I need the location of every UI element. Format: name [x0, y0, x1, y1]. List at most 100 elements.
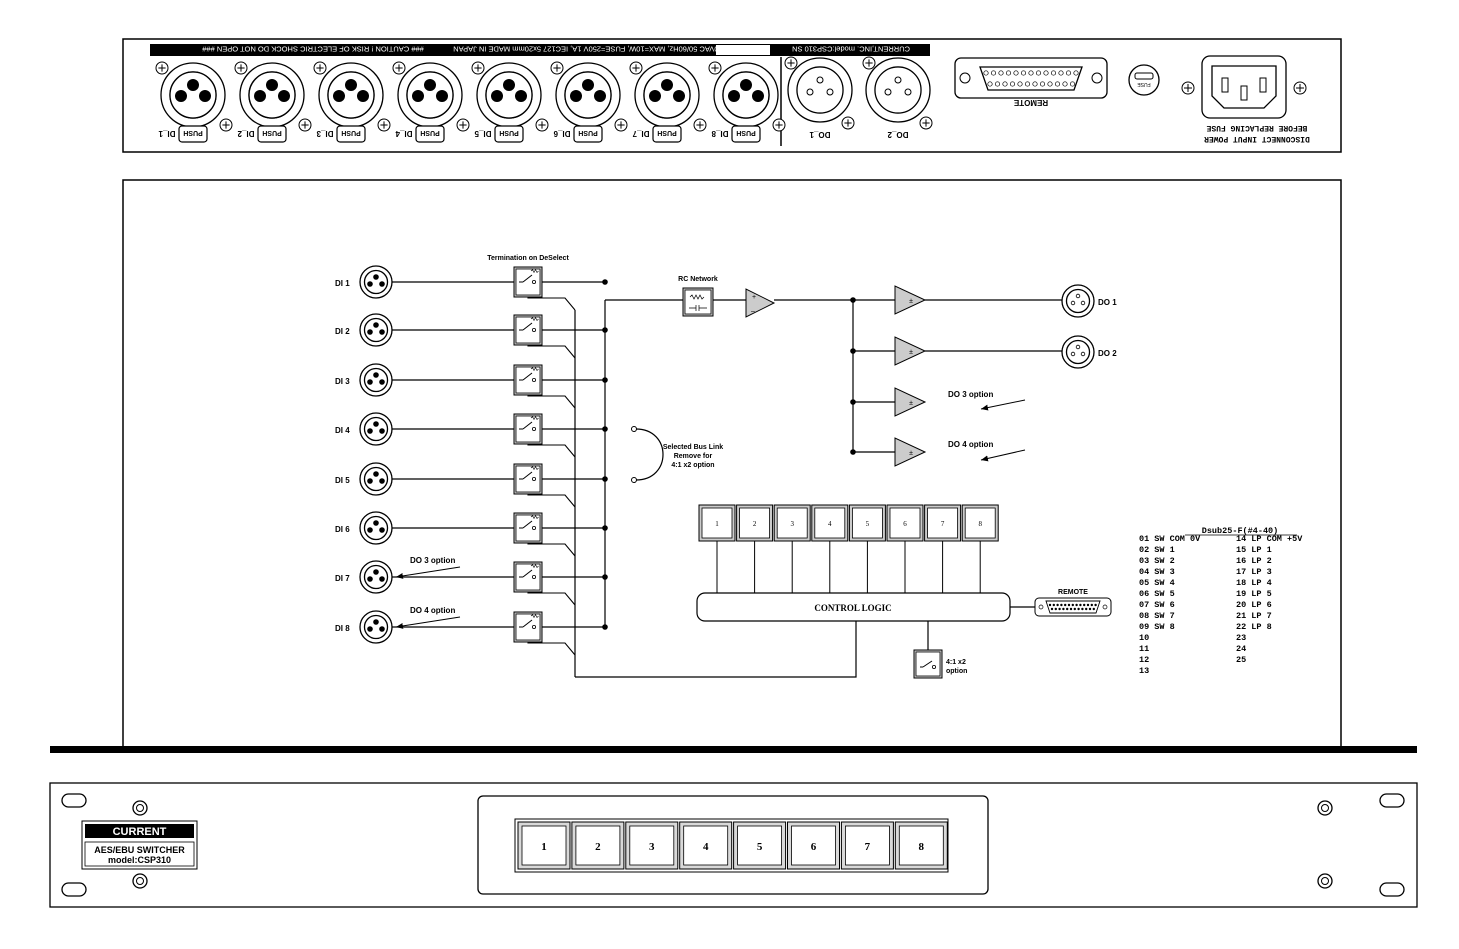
rear-remote-connector[interactable]: [954, 57, 1108, 99]
screw-icon: [313, 61, 327, 75]
front-select-button-2[interactable]: 2: [571, 821, 625, 870]
option-switch-line2: option: [946, 668, 967, 675]
push-release-tab[interactable]: PUSH: [573, 125, 603, 143]
termination-switch: [513, 314, 543, 346]
diagram-output-connector: [1061, 335, 1095, 369]
fuse-warning-line1: DISCONNECT INPUT POWER: [1204, 134, 1310, 143]
screw-icon: [298, 118, 312, 132]
select-button-3: 3: [773, 504, 811, 542]
push-label: PUSH: [499, 129, 518, 136]
power-inlet[interactable]: [1181, 55, 1307, 119]
output-amplifier: ±: [894, 336, 927, 366]
push-release-tab[interactable]: PUSH: [336, 125, 366, 143]
push-label: PUSH: [578, 129, 597, 136]
front-select-button-6[interactable]: 6: [787, 821, 840, 870]
select-button-5: 5: [848, 504, 886, 542]
front-select-button-4[interactable]: 4: [679, 821, 733, 870]
option-switch-line1: 4:1 x2: [946, 659, 966, 666]
rear-input-connector[interactable]: [713, 62, 779, 128]
svg-text:4: 4: [703, 841, 709, 853]
rear-input-label: DI_8: [711, 129, 728, 138]
rear-input-connector[interactable]: [318, 62, 384, 128]
pinout-right-row: 17 LP 3: [1236, 567, 1272, 577]
rear-input-label: DI_3: [316, 129, 333, 138]
rear-output-connector[interactable]: [865, 57, 931, 123]
diagram-input-connector: [359, 313, 393, 347]
push-release-tab[interactable]: PUSH: [415, 125, 445, 143]
diagram-output-label: DO 1: [1098, 298, 1117, 307]
rear-input-connector[interactable]: [555, 62, 621, 128]
push-release-tab[interactable]: PUSH: [494, 125, 524, 143]
rear-input-connector[interactable]: [160, 62, 226, 128]
svg-text:–: –: [751, 308, 755, 315]
diagram-input-label: DI 6: [335, 525, 350, 534]
pinout-right-row: 21 LP 7: [1236, 611, 1272, 621]
rear-input-connector[interactable]: [397, 62, 463, 128]
screw-icon: [708, 61, 722, 75]
svg-text:5: 5: [757, 841, 763, 853]
screw-icon: [1317, 800, 1333, 816]
termination-switch: [513, 463, 543, 495]
control-logic-label: CONTROL LOGIC: [814, 603, 891, 613]
select-button-1: 1: [698, 504, 736, 542]
push-release-tab[interactable]: PUSH: [731, 125, 761, 143]
front-select-button-1[interactable]: 1: [517, 821, 571, 870]
push-label: PUSH: [262, 129, 281, 136]
diagram-remote-label: REMOTE: [1058, 589, 1088, 596]
screw-icon: [919, 116, 933, 130]
push-label: PUSH: [736, 129, 755, 136]
push-release-tab[interactable]: PUSH: [652, 125, 682, 143]
fuse-holder[interactable]: FUSE: [1128, 64, 1160, 96]
front-select-button-8[interactable]: 8: [894, 821, 948, 870]
svg-text:±: ±: [909, 349, 913, 356]
select-button-7: 7: [924, 504, 962, 542]
rc-network-block: [682, 287, 714, 317]
diagram-input-connector: [359, 511, 393, 545]
diagram-input-label: DI 8: [335, 624, 350, 633]
front-select-button-5[interactable]: 5: [733, 821, 787, 870]
front-select-button-7[interactable]: 7: [840, 821, 894, 870]
rear-panel: ### CAUTION ! RISK OF ELECTRIC SHOCK DO …: [122, 38, 1342, 153]
pinout-right-row: 24: [1236, 644, 1246, 654]
block-diagram: DI 1DI 2DI 3DI 4DI 5DI 6DI 7DI 8 Termina…: [122, 179, 1342, 751]
rear-input-connector[interactable]: [239, 62, 305, 128]
pinout-left-row: 03 SW 2: [1139, 556, 1175, 566]
pinout-left-row: 02 SW 1: [1139, 545, 1175, 555]
rear-output-connector[interactable]: [787, 57, 853, 123]
termination-switch: [513, 364, 543, 396]
option-switch: [913, 649, 943, 679]
termination-switch: [513, 611, 543, 643]
select-button-2: 2: [736, 504, 774, 542]
push-label: PUSH: [657, 129, 676, 136]
svg-text:±: ±: [909, 450, 913, 457]
selected-bus-link: Selected Bus Link Remove for 4:1 x2 opti…: [631, 426, 723, 483]
model-serial-text: CURRENT,INC. model:CSP310 SN: [792, 45, 910, 54]
rack-slot-top-left: [61, 793, 87, 808]
rear-remote-label: REMOTE: [1013, 98, 1048, 107]
di8-do4-option-label: DO 4 option: [410, 606, 455, 615]
rear-input-connector[interactable]: [476, 62, 542, 128]
rear-output-label: DO_1: [809, 130, 830, 139]
diagram-remote-connector: REMOTE: [1034, 589, 1112, 617]
rear-input-label: DI_7: [632, 129, 649, 138]
brand-name: CURRENT: [113, 826, 167, 838]
diagram-input-connector: [359, 363, 393, 397]
diagram-input-label: DI 2: [335, 327, 350, 336]
diagram-input-connector: [359, 462, 393, 496]
bus-link-line1: Selected Bus Link: [663, 444, 723, 451]
rear-input-connector[interactable]: [634, 62, 700, 128]
brand-plate: CURRENT AES/EBU SWITCHER model:CSP310: [81, 820, 198, 870]
screw-icon: [471, 61, 485, 75]
screw-icon: [456, 118, 470, 132]
rear-input-label: DI_4: [395, 129, 412, 138]
push-release-tab[interactable]: PUSH: [257, 125, 287, 143]
screw-icon: [693, 118, 707, 132]
do3-option-label: DO 3 option: [948, 390, 993, 399]
front-select-button-3[interactable]: 3: [625, 821, 679, 870]
svg-text:1: 1: [541, 841, 547, 853]
screw-icon: [392, 61, 406, 75]
push-release-tab[interactable]: PUSH: [178, 125, 208, 143]
pinout-left-row: 04 SW 3: [1139, 567, 1175, 577]
push-label: PUSH: [420, 129, 439, 136]
svg-text:8: 8: [919, 841, 925, 853]
